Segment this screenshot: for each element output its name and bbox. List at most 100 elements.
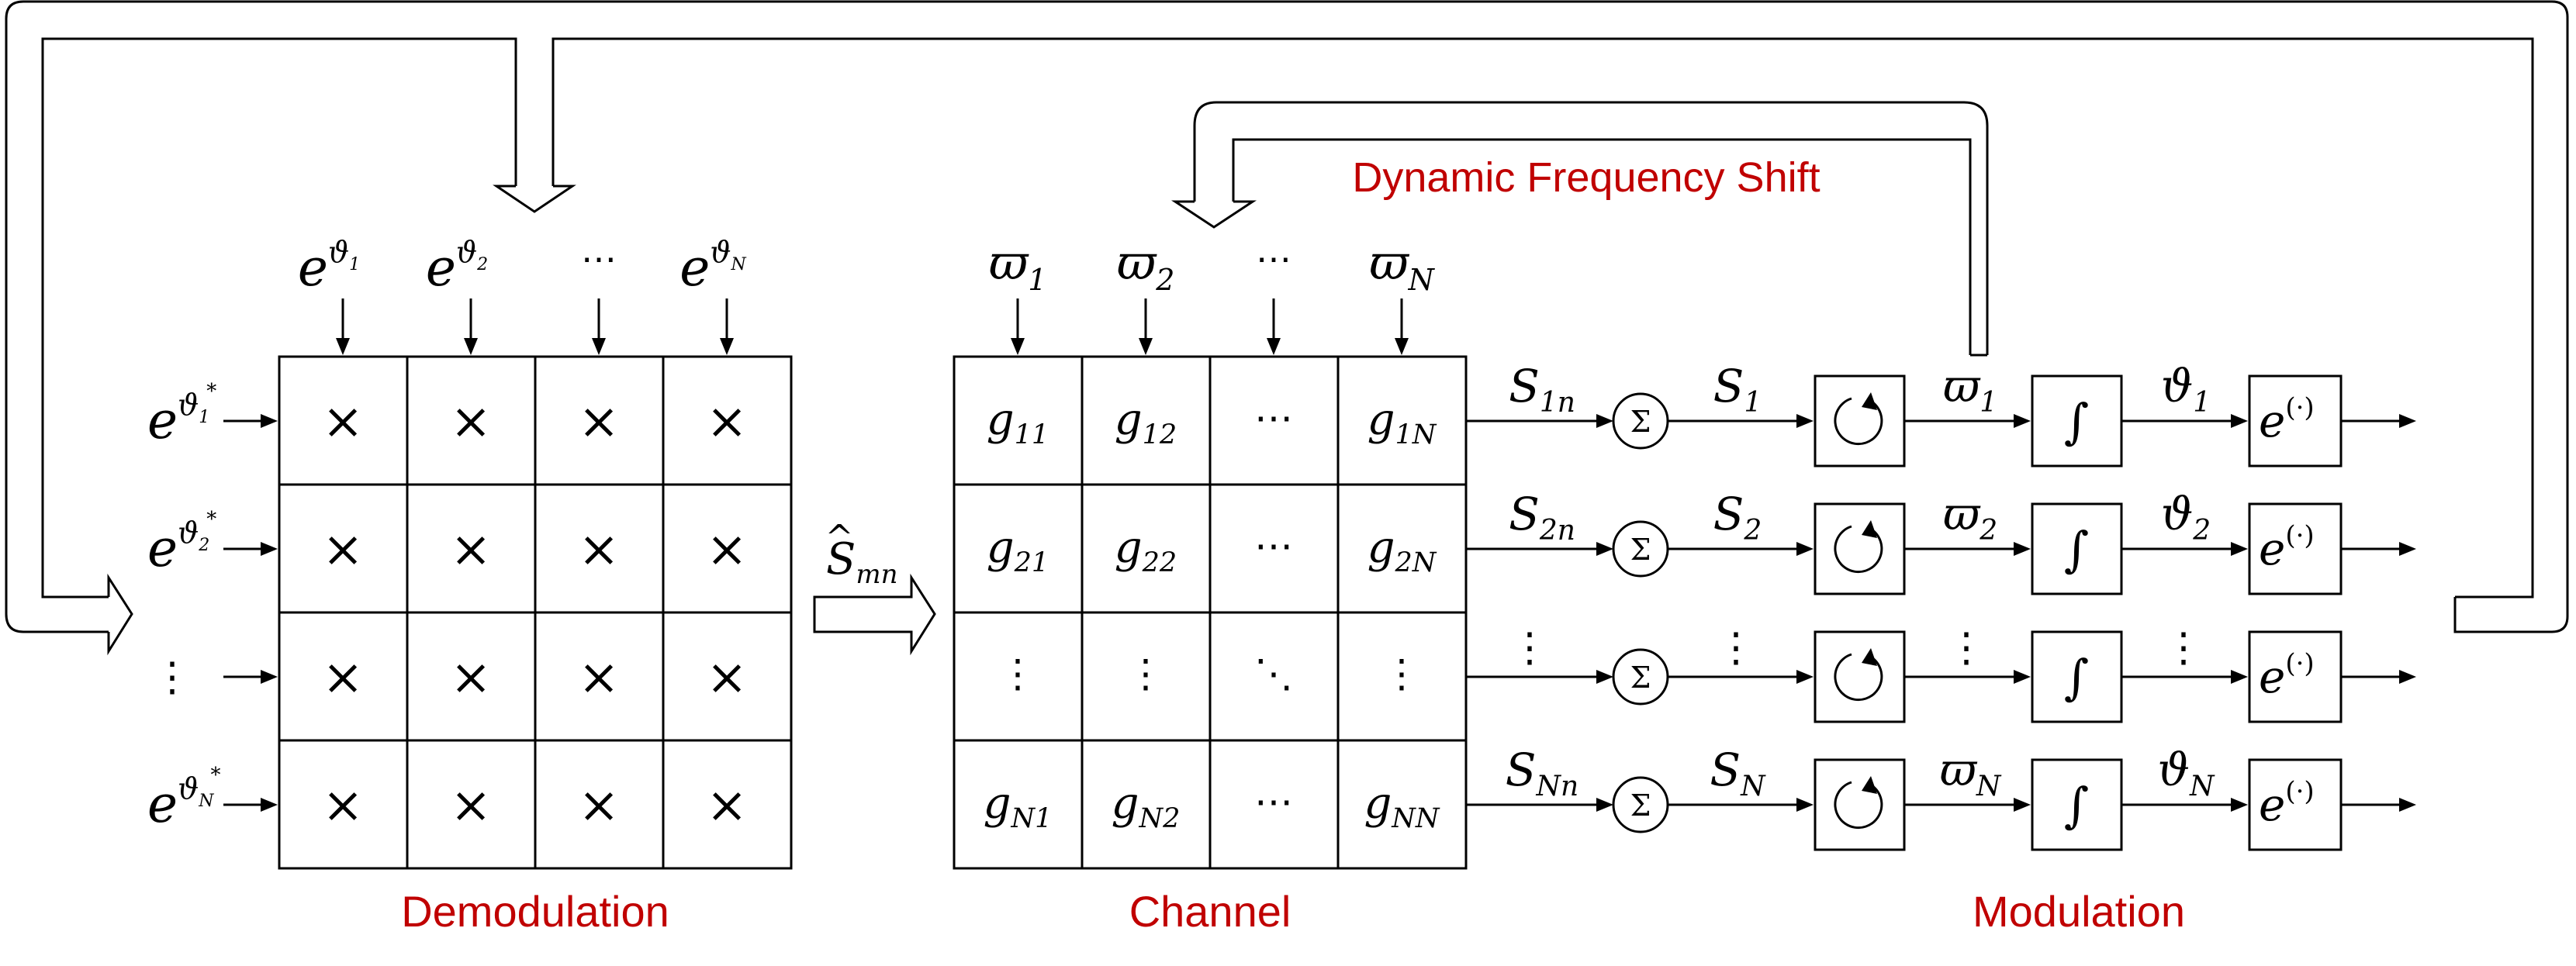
channel-gain-cell: gN2 xyxy=(1112,778,1181,834)
demod-cells: ×××××××××××××××× xyxy=(322,393,748,834)
demod-row-ellipsis: ⋮ xyxy=(152,654,192,701)
demod-cell-multiply-icon: × xyxy=(450,649,492,706)
demod-cell-multiply-icon: × xyxy=(322,649,364,706)
demod-cell-multiply-icon: × xyxy=(450,521,492,578)
demod-cell-multiply-icon: × xyxy=(706,649,748,706)
sigma-icon: Σ xyxy=(1630,533,1651,567)
channel-output-label: SNn xyxy=(1506,743,1578,802)
channel-output-label: S1n xyxy=(1509,360,1575,419)
channel-gain-cell: g12 xyxy=(1115,395,1177,450)
demod-cell-multiply-icon: × xyxy=(706,777,748,834)
channel-cell-ellipsis: ⋮ xyxy=(998,651,1037,696)
sigma-icon: Σ xyxy=(1630,788,1651,823)
shat-label: Smn xyxy=(826,534,898,590)
outer-feedback-loop xyxy=(5,0,2569,656)
summed-signal-label: SN xyxy=(1710,743,1766,802)
demod-cell-multiply-icon: × xyxy=(322,521,364,578)
dynamic-frequency-shift-loop: Dynamic Frequency Shift xyxy=(1171,101,1989,357)
output-arrow xyxy=(2341,798,2416,812)
phase-label: ϑ2 xyxy=(2161,488,2211,547)
channel-column-arrow xyxy=(1011,298,1025,355)
oscillator-block xyxy=(1814,374,1906,467)
oscillator-block xyxy=(1814,630,1906,723)
channel-to-sum-arrow xyxy=(1466,542,1613,556)
channel-gain-cell: g11 xyxy=(987,395,1049,450)
channel-label: Channel xyxy=(1129,887,1291,936)
demod-row-exp-label: eϑN* xyxy=(147,764,220,834)
oscillator-to-integrator-arrow xyxy=(1904,542,2031,556)
channel-column-omega-label: ϖ2 xyxy=(1117,234,1175,297)
demod-cell-multiply-icon: × xyxy=(578,649,620,706)
demod-cell-multiply-icon: × xyxy=(578,777,620,834)
oscillator-block xyxy=(1814,758,1906,851)
exponential-label: e(·) xyxy=(2259,648,2315,703)
demod-row-arrow xyxy=(223,798,278,812)
channel-cell-ellipsis: ⋯ xyxy=(1254,395,1293,440)
output-arrow xyxy=(2341,414,2416,428)
demodulation-label: Demodulation xyxy=(401,887,669,936)
demod-column-ellipsis: ⋯ xyxy=(581,238,617,280)
shat-accent: ^ xyxy=(825,518,854,557)
demod-column-exp-label: eϑ1 xyxy=(298,235,360,298)
frequency-label: ϖ2 xyxy=(1943,488,1997,547)
output-arrow xyxy=(2341,670,2416,684)
dynamic-frequency-shift-label: Dynamic Frequency Shift xyxy=(1352,154,1820,201)
integrator-to-exp-arrow xyxy=(2121,670,2248,684)
rotation-icon xyxy=(1834,776,1883,830)
demod-cell-multiply-icon: × xyxy=(706,521,748,578)
demod-column-arrow xyxy=(592,298,606,355)
sigma-icon: Σ xyxy=(1630,405,1651,439)
exponential-label: e(·) xyxy=(2259,776,2315,831)
sigma-icon: Σ xyxy=(1630,661,1651,695)
integrator-to-exp-arrow xyxy=(2121,542,2248,556)
demod-cell-multiply-icon: × xyxy=(450,777,492,834)
exponential-label: e(·) xyxy=(2259,392,2315,447)
demod-cell-multiply-icon: × xyxy=(578,393,620,450)
modulation-row: Σ∫e(·)⋮⋮⋮⋮ xyxy=(1466,625,2416,723)
demod-column-arrow xyxy=(720,298,734,355)
demod-column-arrow xyxy=(464,298,478,355)
integral-icon: ∫ xyxy=(2064,649,2089,706)
demod-row-arrow xyxy=(223,414,278,428)
channel-column-arrow xyxy=(1139,298,1153,355)
demod-cell-multiply-icon: × xyxy=(706,393,748,450)
channel-to-sum-arrow xyxy=(1466,670,1613,684)
output-arrow xyxy=(2341,542,2416,556)
oscillator-to-integrator-arrow xyxy=(1904,798,2031,812)
demod-cell-multiply-icon: × xyxy=(322,777,364,834)
demod-row-inputs: eϑ1*eϑ2*⋮eϑN* xyxy=(147,380,278,834)
demod-cell-multiply-icon: × xyxy=(578,521,620,578)
channel-column-omega-label: ϖ1 xyxy=(989,234,1047,297)
channel-gain-cell: g1N xyxy=(1368,395,1437,450)
integrator-to-exp-arrow xyxy=(2121,798,2248,812)
rotation-icon xyxy=(1834,520,1883,574)
channel-gain-cell: gNN xyxy=(1364,778,1440,834)
phase-label: ϑN xyxy=(2158,743,2215,802)
summed-signal-label: S2 xyxy=(1713,488,1762,547)
demod-row-exp-label: eϑ1* xyxy=(147,380,216,450)
rotation-icon xyxy=(1834,392,1883,446)
phase-label: ϑ1 xyxy=(2161,360,2211,419)
channel-gain-cell: g21 xyxy=(987,523,1049,578)
channel-cell-ellipsis: ⋮ xyxy=(1382,651,1421,696)
sum-to-oscillator-arrow xyxy=(1668,670,1814,684)
channel-output-label: S2n xyxy=(1509,488,1575,547)
row-ellipsis: ⋮ xyxy=(1509,625,1550,671)
demod-row-arrow xyxy=(223,542,278,556)
shat-transfer-arrow: Smn ^ xyxy=(813,518,936,656)
channel-to-sum-arrow xyxy=(1466,414,1613,428)
rotation-icon xyxy=(1834,648,1883,702)
demod-column-exp-label: eϑN xyxy=(679,235,746,298)
integral-icon: ∫ xyxy=(2064,393,2089,450)
demod-cell-multiply-icon: × xyxy=(322,393,364,450)
frequency-label: ϖN xyxy=(1940,743,2002,802)
integrator-to-exp-arrow xyxy=(2121,414,2248,428)
